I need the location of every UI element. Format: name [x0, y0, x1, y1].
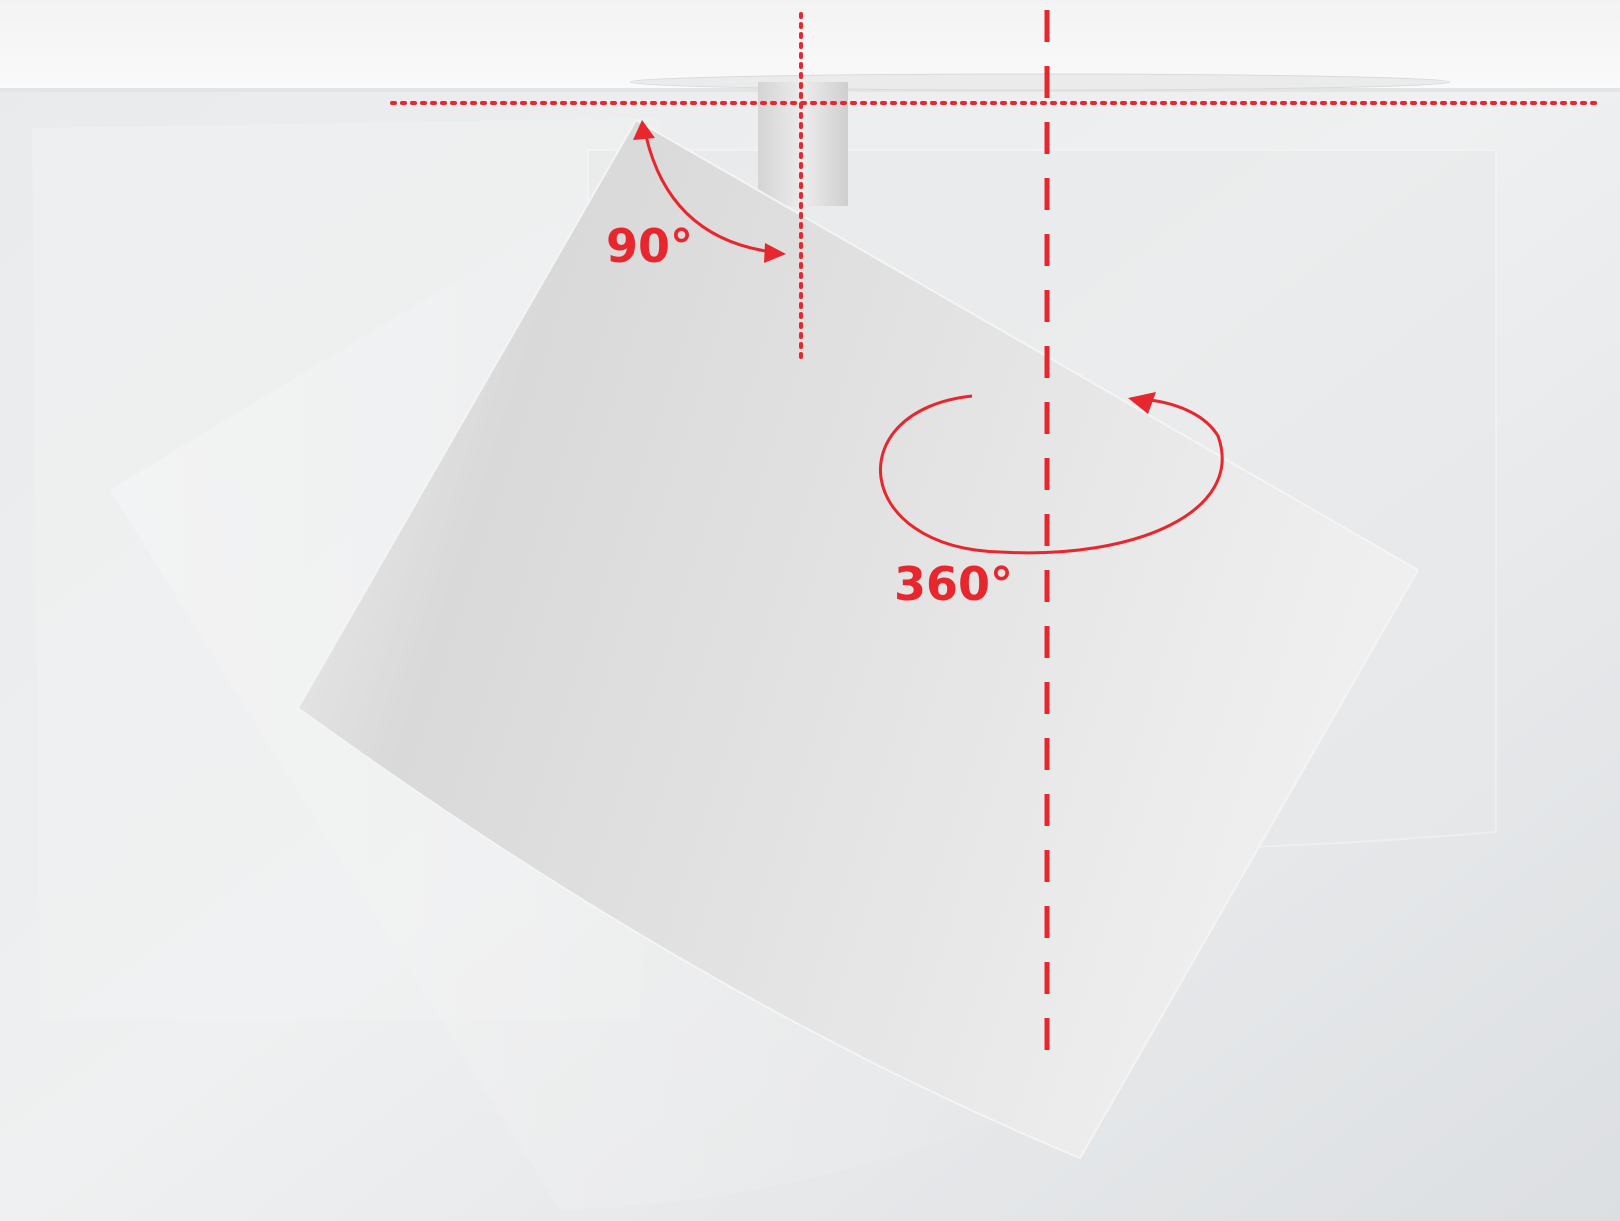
- rotation-arc: [879, 394, 1224, 555]
- fixture-body: [296, 118, 1420, 1160]
- tilt-arc: [644, 135, 773, 254]
- tilt-angle-label: 90°: [606, 219, 693, 273]
- tilt-arrowhead-top: [633, 120, 655, 140]
- rotation-arrowhead: [1128, 392, 1156, 414]
- tilt-arrowhead-right: [764, 243, 786, 263]
- mount-disc: [629, 73, 1451, 91]
- rotation-angle-label: 360°: [894, 557, 1013, 611]
